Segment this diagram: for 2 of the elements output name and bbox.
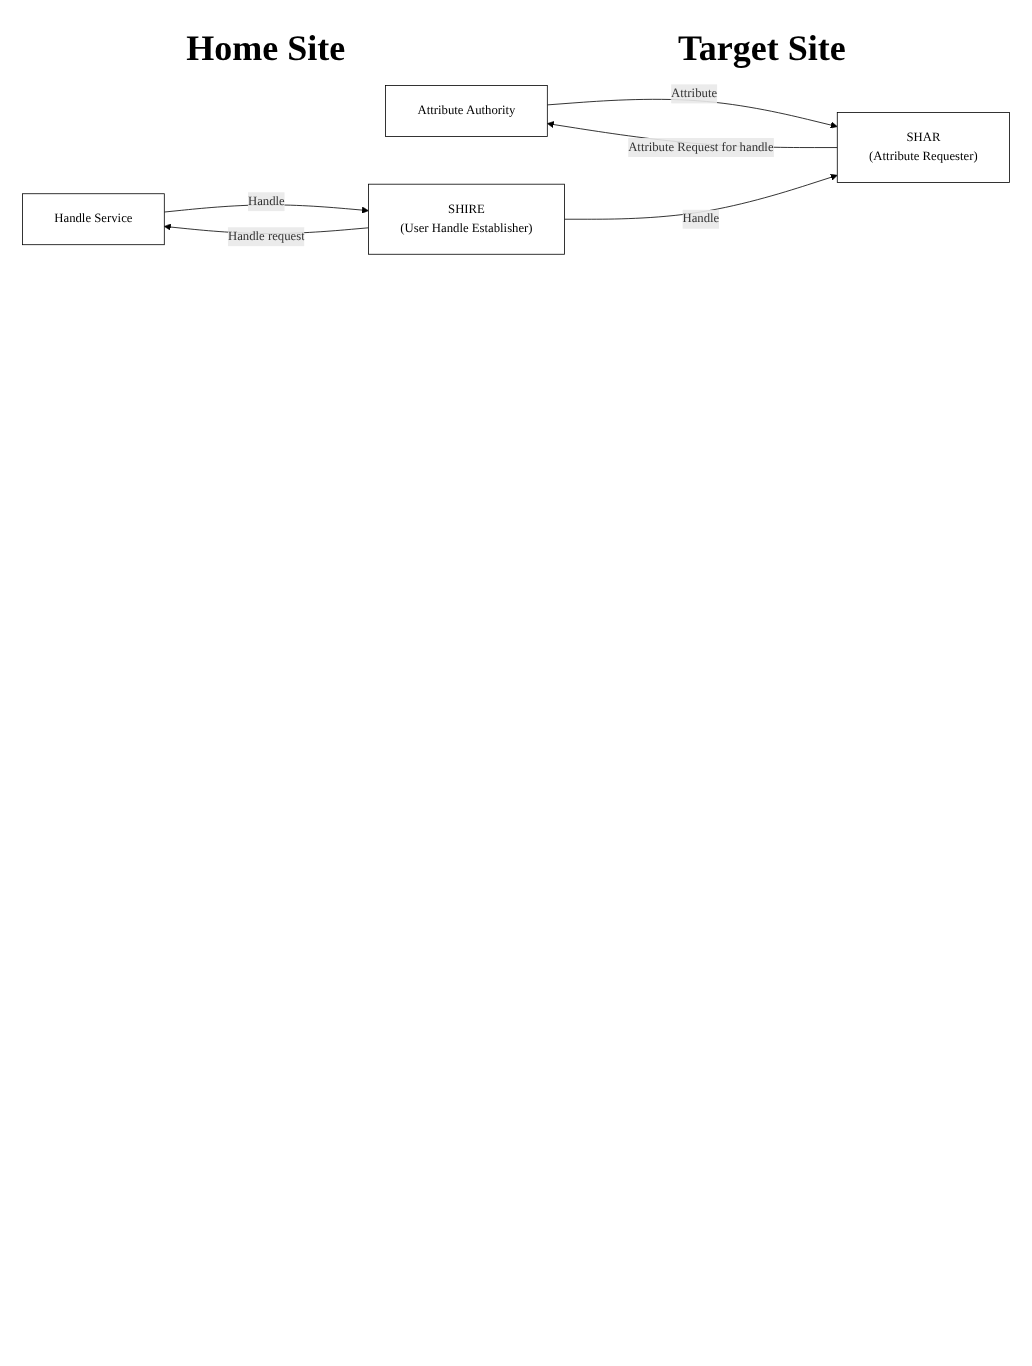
site-heading: Target Site (678, 28, 846, 70)
site-heading: Home Site (186, 28, 346, 70)
